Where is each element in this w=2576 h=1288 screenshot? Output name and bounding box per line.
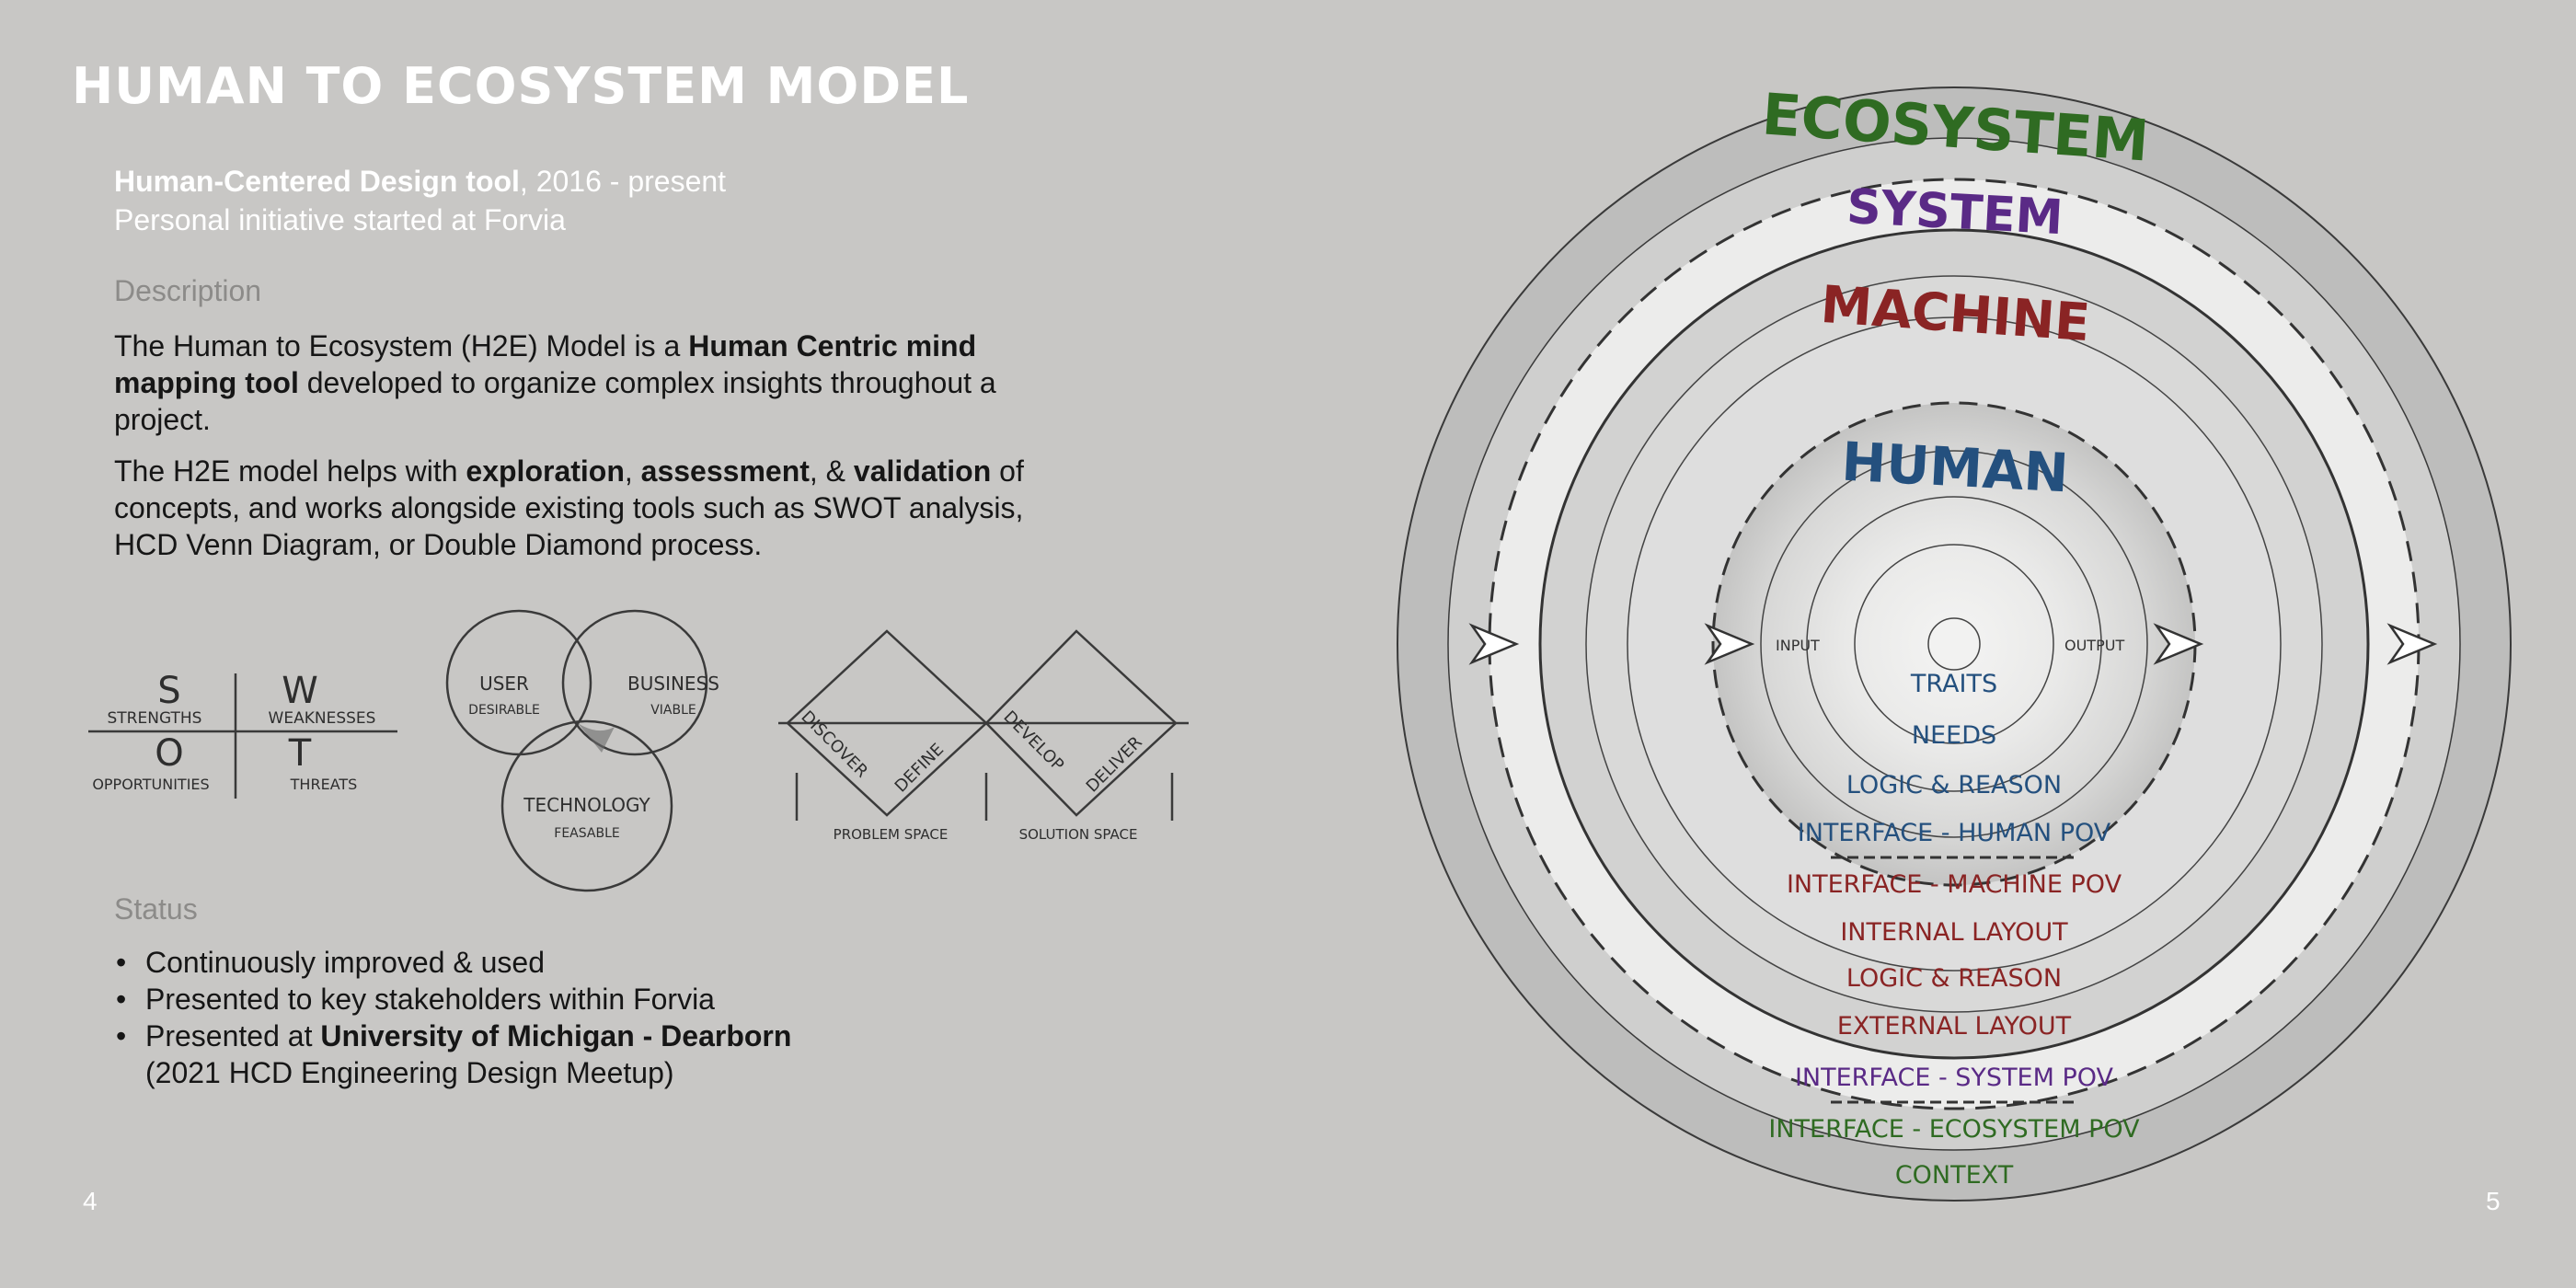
desc-text: developed to organize complex insights t… (298, 366, 996, 399)
layer-machine-logic: LOGIC & REASON (1846, 964, 2062, 993)
venn-desirable: DESIRABLE (468, 703, 540, 718)
desc-bold: assessment (640, 454, 810, 488)
desc-text: HCD Venn Diagram, or Double Diamond proc… (114, 528, 763, 561)
desc-text: of (991, 454, 1024, 488)
swot-t: T (288, 732, 312, 775)
page-number-left: 4 (83, 1187, 98, 1215)
desc-text: , & (809, 454, 854, 488)
output-arrow-icon (2386, 623, 2438, 665)
swot-strengths: STRENGTHS (108, 709, 202, 728)
swot-o: O (155, 732, 183, 775)
status-item: Presented to key stakeholders within For… (114, 981, 791, 1018)
layer-internal-layout: INTERNAL LAYOUT (1840, 918, 2068, 947)
layer-context: CONTEXT (1895, 1161, 2014, 1190)
status-list: Continuously improved & used Presented t… (114, 944, 791, 1091)
desc-text: concepts, and works alongside existing t… (114, 491, 1024, 524)
flow-arrows (1468, 623, 2438, 665)
diamond-deliver: DELIVER (1083, 732, 1146, 796)
layer-needs: NEEDS (1912, 721, 1996, 750)
output-label: OUTPUT (2064, 637, 2124, 654)
desc-text: The Human to Ecosystem (H2E) Model is a (114, 329, 689, 362)
project-origin: Personal initiative started at Forvia (114, 203, 566, 236)
project-dates: , 2016 - present (519, 165, 727, 198)
swot-weaknesses: WEAKNESSES (269, 709, 376, 728)
double-diamond-sketch (778, 629, 1189, 821)
layer-human-logic: LOGIC & REASON (1846, 771, 2062, 799)
project-info: Human-Centered Design tool, 2016 - prese… (114, 162, 726, 239)
desc-bold: exploration (466, 454, 625, 488)
swot-sketch (88, 673, 397, 799)
diamond-problem-space: PROBLEM SPACE (834, 826, 949, 843)
venn-technology: TECHNOLOGY (523, 794, 650, 816)
layer-external-layout: EXTERNAL LAYOUT (1837, 1012, 2072, 1041)
swot-threats: THREATS (290, 776, 358, 793)
project-subtitle: Human-Centered Design tool, 2016 - prese… (114, 162, 726, 201)
desc-text: project. (114, 403, 211, 436)
layer-interface-system: INTERFACE - SYSTEM POV (1795, 1064, 2114, 1092)
desc-text: The H2E model helps with (114, 454, 466, 488)
desc-text: , (624, 454, 641, 488)
status-item: Presented at University of Michigan - De… (114, 1018, 791, 1091)
swot-w: W (282, 670, 318, 712)
status-text: Presented at (145, 1019, 321, 1052)
diamond-discover: DISCOVER (797, 707, 871, 782)
venn-feasable: FEASABLE (554, 826, 619, 841)
human-inner-ring (1806, 496, 2102, 792)
output-arrow-icon (2153, 623, 2204, 665)
layer-traits: TRAITS (1910, 670, 1997, 698)
status-label: Status (114, 892, 198, 926)
desc-bold: Human Centric mind (688, 329, 977, 362)
layer-interface-machine: INTERFACE - MACHINE POV (1787, 870, 2122, 899)
desc-bold: mapping tool (114, 366, 299, 399)
desc-bold: validation (853, 454, 992, 488)
description-paragraph-1: The Human to Ecosystem (H2E) Model is a … (114, 328, 1062, 438)
project-name: Human-Centered Design tool (114, 165, 520, 198)
venn-user: USER (479, 673, 529, 695)
diamond-solution-space: SOLUTION SPACE (1019, 826, 1138, 843)
venn-business: BUSINESS (627, 673, 719, 695)
page-number-right: 5 (2486, 1187, 2501, 1215)
layer-interface-human: INTERFACE - HUMAN POV (1798, 819, 2111, 847)
status-bold: University of Michigan - Dearborn (320, 1019, 792, 1052)
core-circle (1927, 617, 1981, 671)
page-title: HUMAN TO ECOSYSTEM MODEL (72, 57, 970, 115)
human-inner-ring (1854, 544, 2054, 744)
human-title: HUMAN (1840, 431, 2070, 505)
input-label: INPUT (1776, 637, 1820, 654)
swot-s: S (157, 670, 180, 712)
h2e-model-diagram: ECOSYSTEM SYSTEM MACHINE HUMAN INPUT OUT… (1397, 80, 2512, 1202)
swot-opportunities: OPPORTUNITIES (92, 776, 209, 793)
tools-sketches: S W O T STRENGTHS WEAKNESSES OPPORTUNITI… (88, 609, 1189, 892)
venn-viable: VIABLE (650, 703, 696, 718)
status-item: Continuously improved & used (114, 944, 791, 981)
status-text: (2021 HCD Engineering Design Meetup) (145, 1056, 674, 1089)
venn-sketch (445, 609, 708, 892)
input-arrow-icon (1468, 623, 1520, 665)
description-label: Description (114, 274, 262, 307)
diamond-develop: DEVELOP (999, 707, 1067, 776)
system-title: SYSTEM (1846, 179, 2064, 246)
layer-interface-ecosystem: INTERFACE - ECOSYSTEM POV (1768, 1115, 2140, 1144)
input-arrow-icon (1704, 623, 1755, 665)
human-inner-ring (1760, 450, 2148, 838)
description-paragraph-2: The H2E model helps with exploration, as… (114, 453, 1062, 563)
